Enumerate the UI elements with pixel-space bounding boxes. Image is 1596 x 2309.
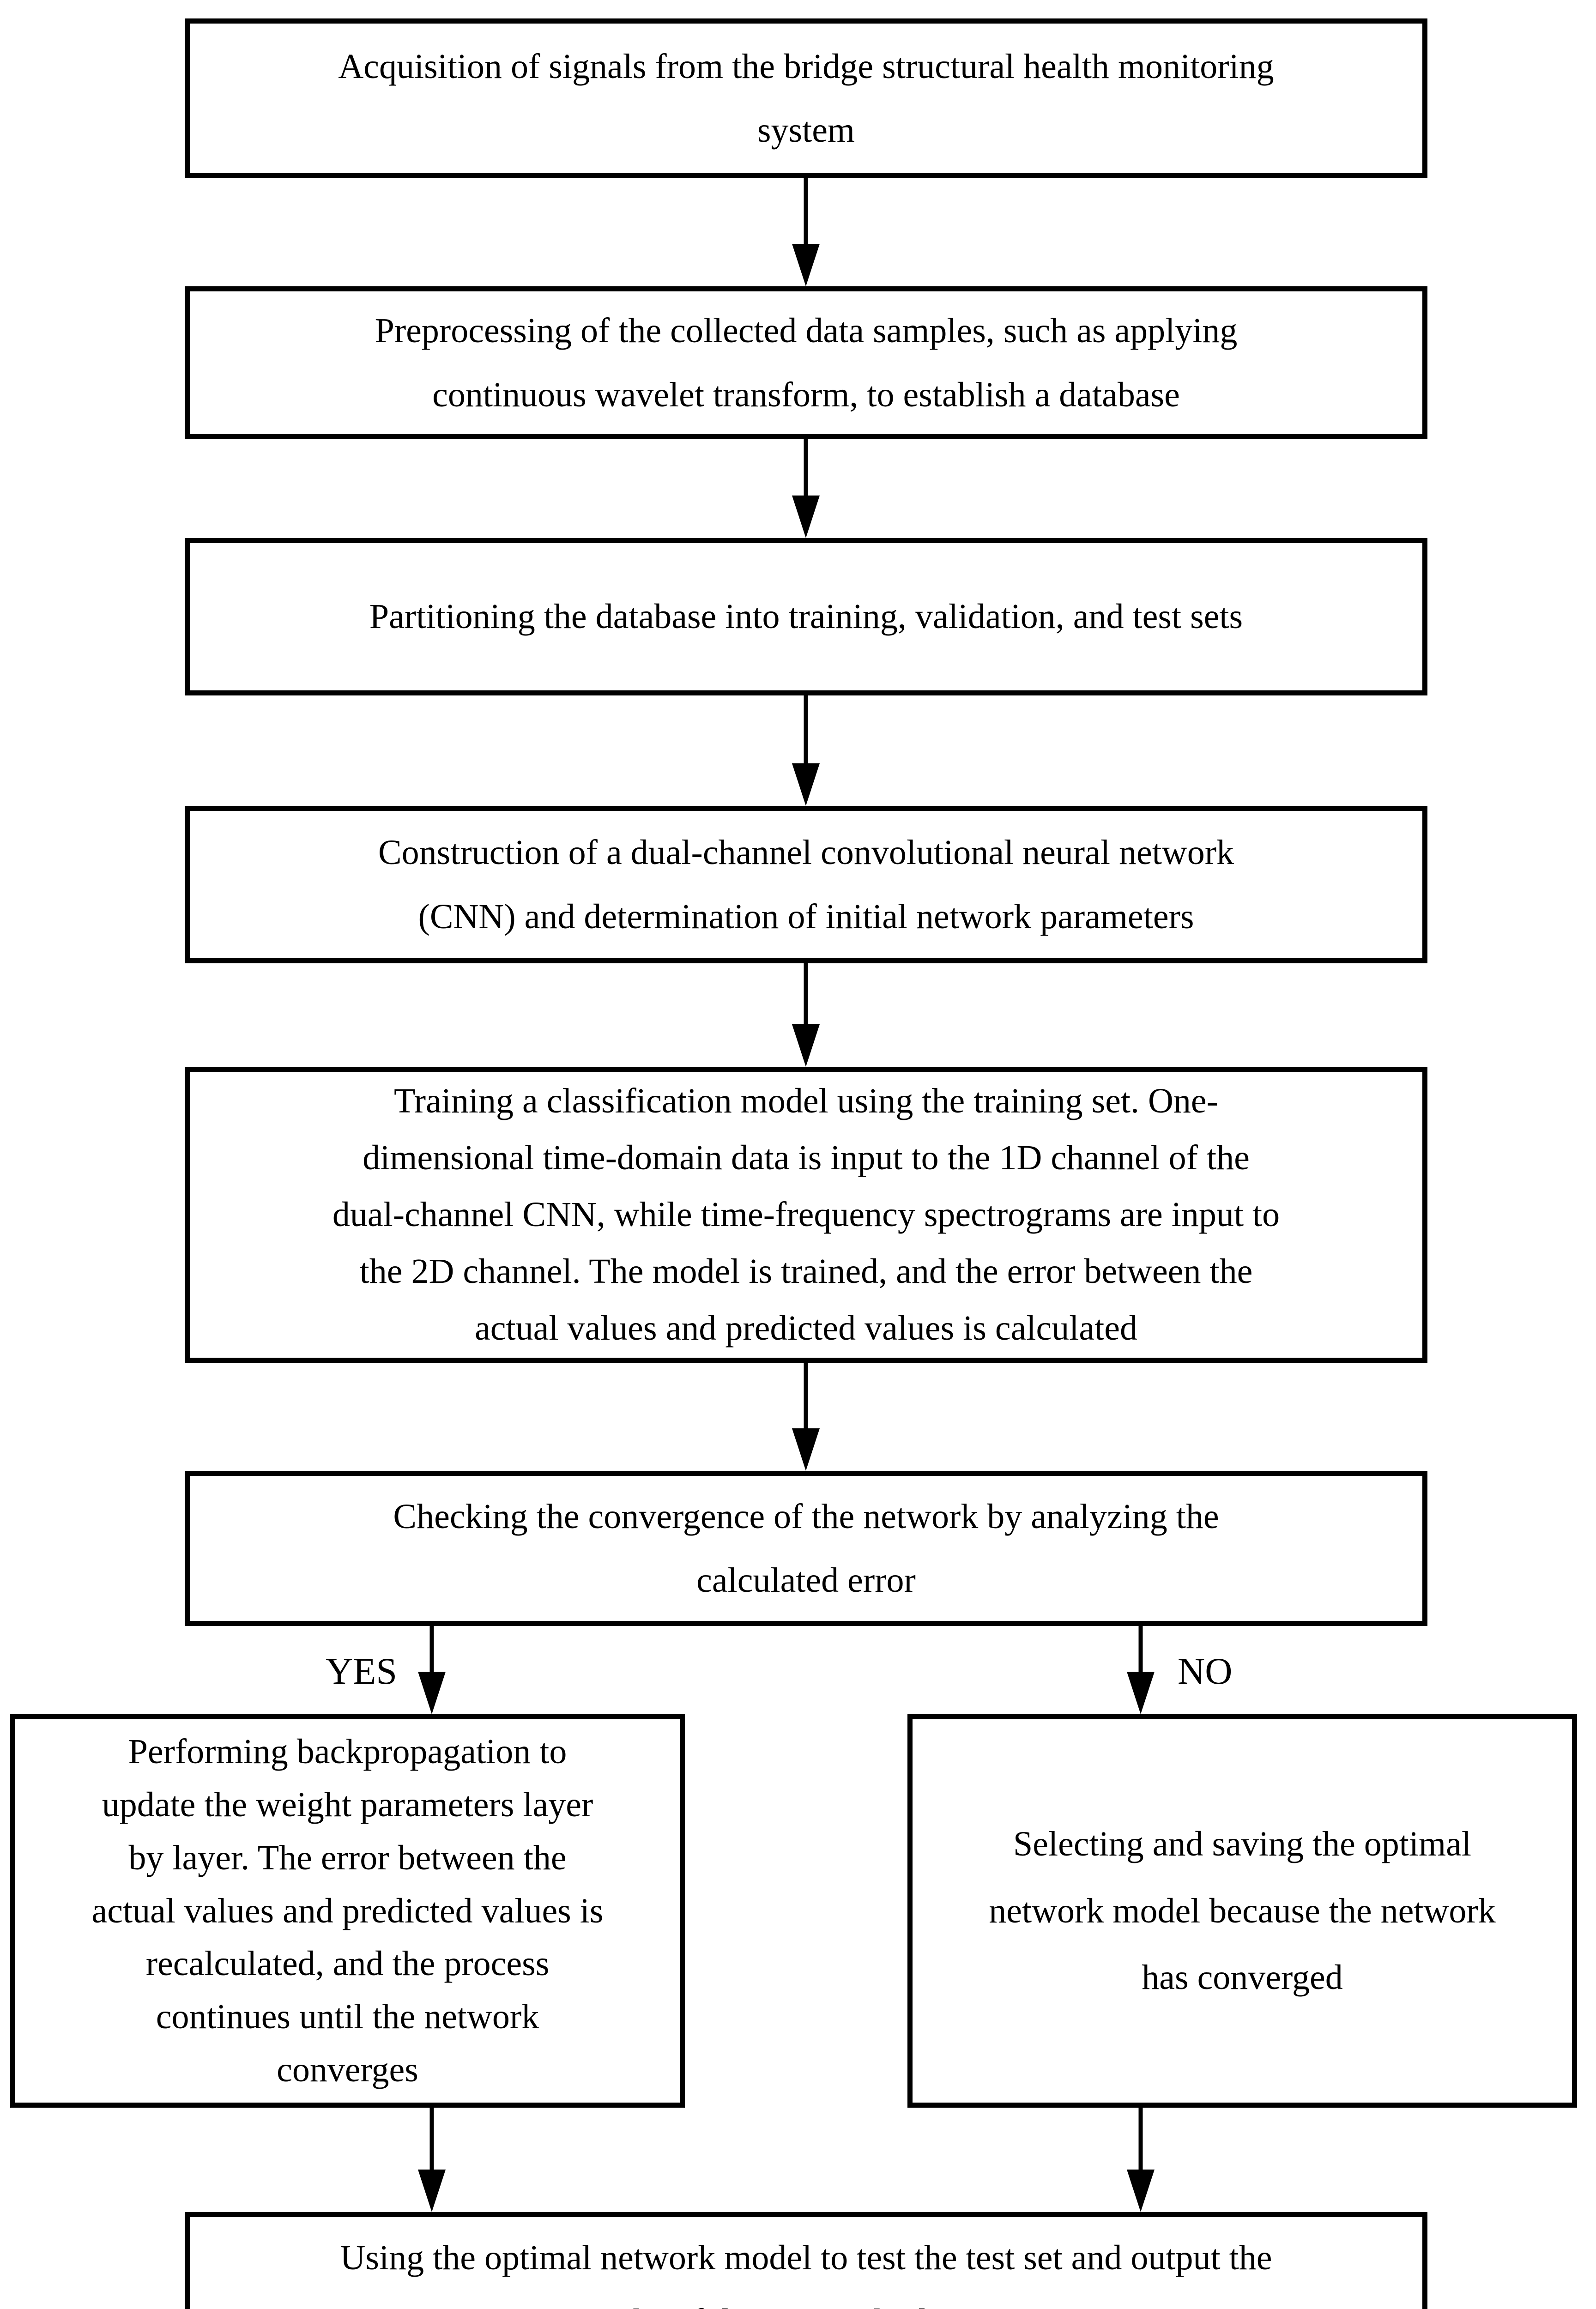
arrow-checking-to-save-no bbox=[1127, 1626, 1155, 1714]
flow-step-backpropagation: Performing backpropagation to update the… bbox=[10, 1714, 685, 2108]
arrow-backprop-to-testing bbox=[418, 2108, 446, 2212]
flow-step-preprocessing: Preprocessing of the collected data samp… bbox=[185, 286, 1427, 439]
arrow-partitioning-to-construction bbox=[792, 695, 820, 806]
branch-label-no: NO bbox=[1178, 1650, 1233, 1692]
flow-step-test-output: Using the optimal network model to test … bbox=[185, 2212, 1427, 2309]
flow-step-partitioning: Partitioning the database into training,… bbox=[185, 538, 1427, 695]
flow-step-save-optimal-model: Selecting and saving the optimal network… bbox=[907, 1714, 1577, 2108]
flow-step-test-output-text: Using the optimal network model to test … bbox=[340, 2238, 1272, 2309]
flow-step-training: Training a classification model using th… bbox=[185, 1067, 1427, 1363]
flow-step-save-optimal-model-text: Selecting and saving the optimal network… bbox=[989, 1825, 1496, 1997]
arrow-checking-to-backprop-yes bbox=[418, 1626, 446, 1714]
flow-step-partitioning-text: Partitioning the database into training,… bbox=[369, 597, 1243, 636]
flow-step-construction-text: Construction of a dual-channel convoluti… bbox=[378, 833, 1234, 936]
arrow-construction-to-training bbox=[792, 963, 820, 1067]
arrow-training-to-checking bbox=[792, 1363, 820, 1471]
flow-step-checking-convergence-text: Checking the convergence of the network … bbox=[393, 1497, 1219, 1600]
flow-step-preprocessing-text: Preprocessing of the collected data samp… bbox=[375, 311, 1238, 414]
flow-step-checking-convergence: Checking the convergence of the network … bbox=[185, 1471, 1427, 1626]
arrow-acquisition-to-preprocessing bbox=[792, 178, 820, 286]
arrow-save-to-testing bbox=[1127, 2108, 1155, 2212]
flow-step-construction: Construction of a dual-channel convoluti… bbox=[185, 806, 1427, 963]
flow-step-backpropagation-text: Performing backpropagation to update the… bbox=[91, 1732, 604, 2089]
flow-step-acquisition-text: Acquisition of signals from the bridge s… bbox=[338, 47, 1274, 150]
flow-step-training-text: Training a classification model using th… bbox=[332, 1081, 1280, 1348]
branch-label-yes: YES bbox=[326, 1650, 397, 1692]
arrow-preprocessing-to-partitioning bbox=[792, 439, 820, 538]
flow-step-acquisition: Acquisition of signals from the bridge s… bbox=[185, 18, 1427, 178]
